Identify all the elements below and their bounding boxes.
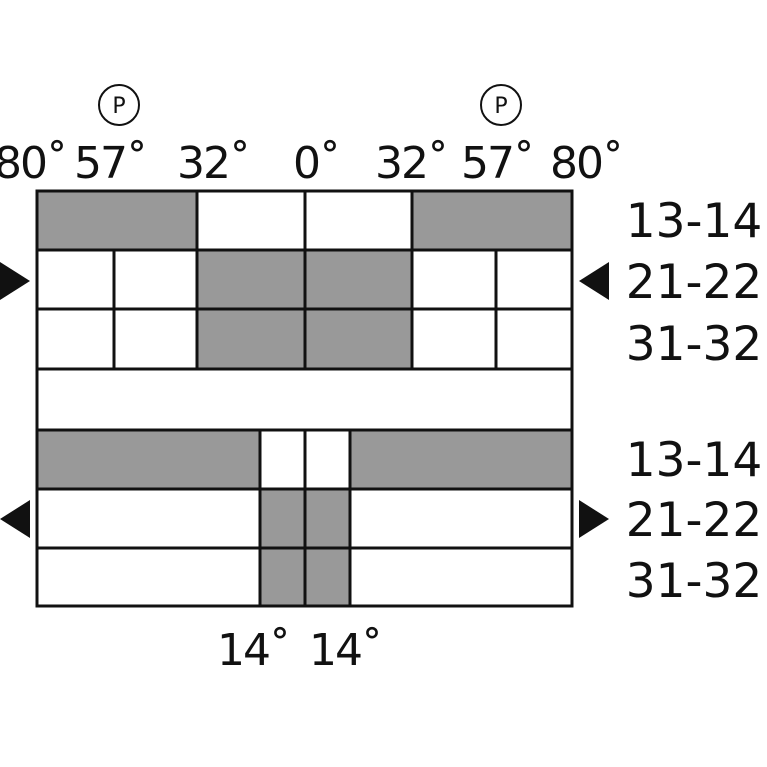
arrow-right-icon [579,500,609,538]
upper-row-1-cell [410,189,574,252]
arrow-left-icon [579,262,609,300]
lower-block [35,428,574,608]
lower-row-1-cell [35,428,262,491]
angle-label-left-80: 80˚ [0,138,66,189]
angle-label-center-0: 0˚ [293,138,339,189]
bottom-angle-label-left: 14˚ [217,625,289,676]
upper-row-3-cell [494,307,574,371]
position-marker-left: P [98,84,140,126]
angle-label-left-57: 57˚ [74,138,146,189]
separator-band [35,367,574,432]
lower-row-1-cell [258,428,307,491]
angle-label-right-32: 32˚ [375,138,447,189]
upper-row-3-cell [35,307,116,371]
lower-row-2-cell [258,487,307,550]
upper-row-2-cell [410,248,498,311]
position-marker-left-label: P [112,94,125,119]
lower-row-1-cell [348,428,574,491]
upper-row-3-cell [410,307,498,371]
upper-row-label-3: 31-32 [626,317,763,372]
upper-row-3-cell [303,307,414,371]
upper-row-1-cell [35,189,199,252]
lower-row-1-cell [303,428,352,491]
upper-row-2-cell [494,248,574,311]
angle-label-right-80: 80˚ [550,138,622,189]
lower-row-2-cell [303,487,352,550]
lower-row-label-2: 21-22 [626,493,763,548]
lower-row-3-cell [258,546,307,608]
upper-row-3-cell [112,307,199,371]
upper-row-1-cell [303,189,414,252]
upper-row-3-cell [195,307,307,371]
upper-block [35,189,574,371]
upper-row-2-cell [303,248,414,311]
upper-row-label-2: 21-22 [626,255,763,310]
lower-row-label-1: 13-14 [626,433,763,488]
arrow-right-icon [0,262,30,300]
upper-row-2-cell [195,248,307,311]
angle-label-right-57: 57˚ [461,138,533,189]
lower-row-3-cell [35,546,262,608]
upper-row-2-cell [112,248,199,311]
upper-row-1-cell [195,189,307,252]
lower-row-2-cell [348,487,574,550]
position-marker-right: P [480,84,522,126]
lower-row-3-cell [348,546,574,608]
lower-row-label-3: 31-32 [626,554,763,609]
lower-row-2-cell [35,487,262,550]
arrow-left-icon [0,500,30,538]
angle-label-left-32: 32˚ [177,138,249,189]
bottom-angle-label-right: 14˚ [309,625,381,676]
upper-row-2-cell [35,248,116,311]
upper-row-label-1: 13-14 [626,194,763,249]
lower-row-3-cell [303,546,352,608]
position-marker-right-label: P [494,94,507,119]
